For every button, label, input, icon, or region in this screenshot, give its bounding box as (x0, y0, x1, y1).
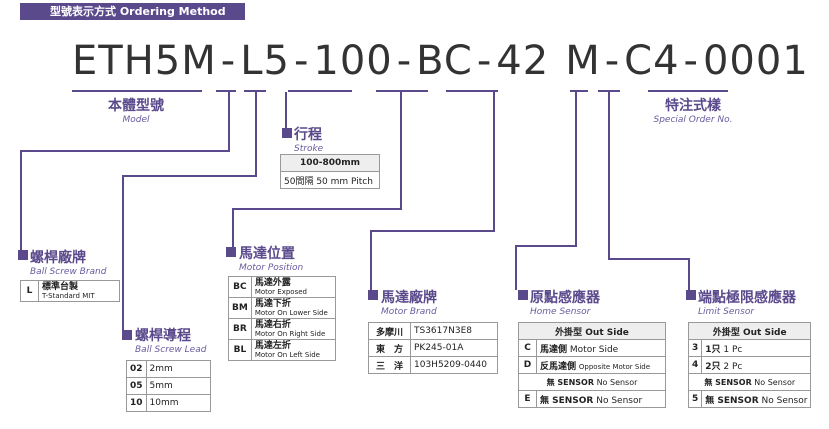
code-part: - (604, 38, 621, 84)
underline-motor (446, 90, 498, 92)
code-part: 4 (653, 38, 680, 84)
code-part: L (240, 38, 264, 84)
code-part: - (683, 38, 699, 84)
underline-lead (244, 90, 266, 92)
header-bar: 型號表示方式 Ordering Method (20, 3, 245, 20)
code-part: 5 (263, 38, 290, 84)
code-part: - (396, 38, 413, 84)
code-part: 0001 (702, 38, 809, 84)
code-part: - (476, 38, 493, 84)
stroke-table: 100-800mm 50間隔 50 mm Pitch (280, 154, 380, 189)
code-part: C (624, 38, 654, 84)
underline-brand (216, 90, 236, 92)
underline-stroke (288, 90, 352, 92)
underline-position (376, 90, 428, 92)
code-part: 42 (496, 38, 550, 84)
underline-limit (598, 90, 620, 92)
code-part: 100 (313, 38, 393, 84)
underline-special (648, 90, 728, 92)
underline-home (570, 90, 588, 92)
code-part: BC (416, 38, 473, 84)
code-part: ETH5M (72, 38, 217, 84)
code-part: - (293, 38, 310, 84)
underline-model (72, 90, 202, 92)
code-part: - (220, 38, 237, 84)
code-part: M (565, 38, 601, 84)
